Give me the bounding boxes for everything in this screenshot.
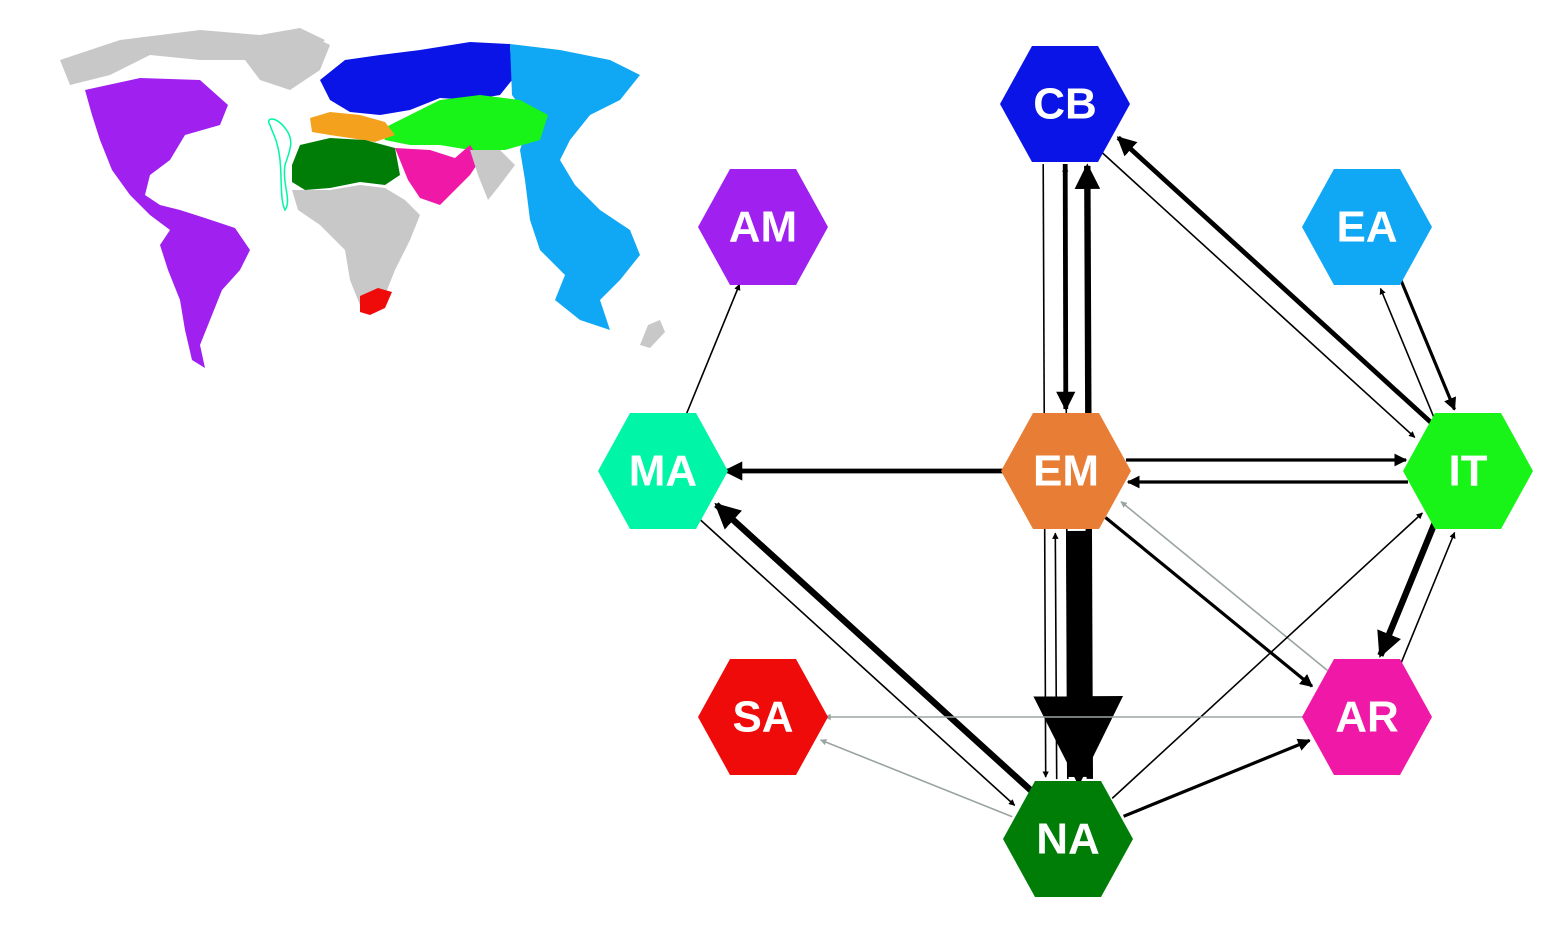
map-region-north-africa (292, 138, 400, 190)
node-em: EM (1001, 413, 1131, 529)
world-map (60, 28, 665, 368)
edge-ma-to-am (685, 283, 741, 416)
node-em-hexagon (1001, 413, 1131, 529)
node-ar: AR (1302, 659, 1432, 775)
node-sa: SA (698, 659, 828, 775)
map-region-other-land (640, 320, 665, 348)
node-am-label: AM (729, 203, 797, 252)
node-cb-label: CB (1033, 80, 1097, 129)
map-region-mediterranean (310, 112, 395, 142)
edge-ar-to-em (1120, 501, 1329, 672)
map-region-other-land (470, 150, 515, 200)
node-em-label: EM (1033, 447, 1099, 496)
edge-na-to-it (1111, 512, 1423, 799)
node-ar-hexagon (1302, 659, 1432, 775)
node-ma: MA (598, 413, 728, 529)
map-region-americas (85, 78, 250, 368)
node-ea-hexagon (1302, 169, 1432, 285)
map-region-arabia (395, 145, 480, 205)
node-ar-label: AR (1335, 693, 1399, 742)
node-am-hexagon (698, 169, 828, 285)
network-nodes: CB AM EA MA EM IT SA AR (598, 46, 1533, 897)
map-region-europe (320, 42, 512, 115)
edge-ea-to-it (1398, 277, 1457, 411)
edge-na-to-em (1052, 532, 1059, 780)
map-region-other-land (292, 185, 420, 310)
map-region-atlantic-outline (268, 118, 292, 212)
node-it-label: IT (1448, 447, 1487, 496)
node-ea: EA (1302, 169, 1432, 285)
map-region-other-land (240, 30, 330, 90)
edge-cb-to-it (1101, 151, 1416, 438)
edge-it-to-cb (1116, 135, 1433, 425)
node-it: IT (1403, 413, 1533, 529)
node-am: AM (698, 169, 828, 285)
map-region-south-africa (360, 288, 392, 315)
node-na-hexagon (1003, 781, 1133, 897)
node-sa-hexagon (698, 659, 828, 775)
edge-ma-to-na (699, 518, 1016, 806)
node-na: NA (1003, 781, 1133, 897)
edge-it-to-ar (1377, 521, 1438, 658)
edge-em-to-ar (1104, 516, 1314, 688)
edge-na-to-ar (1122, 738, 1311, 818)
node-cb: CB (1000, 46, 1130, 162)
node-ea-label: EA (1336, 203, 1397, 252)
node-ma-label: MA (629, 447, 697, 496)
node-ma-hexagon (598, 413, 728, 529)
map-region-central-asia (380, 95, 548, 150)
node-cb-hexagon (1000, 46, 1130, 162)
edge-ar-to-it (1399, 531, 1456, 667)
node-it-hexagon (1403, 413, 1533, 529)
node-sa-label: SA (732, 693, 793, 742)
map-region-east-asia (510, 44, 640, 330)
edge-em-to-na (1033, 530, 1124, 786)
node-na-label: NA (1036, 815, 1100, 864)
edge-it-to-ea (1379, 287, 1436, 421)
edge-na-to-sa (820, 739, 1013, 818)
edge-na-to-ma (714, 502, 1034, 793)
